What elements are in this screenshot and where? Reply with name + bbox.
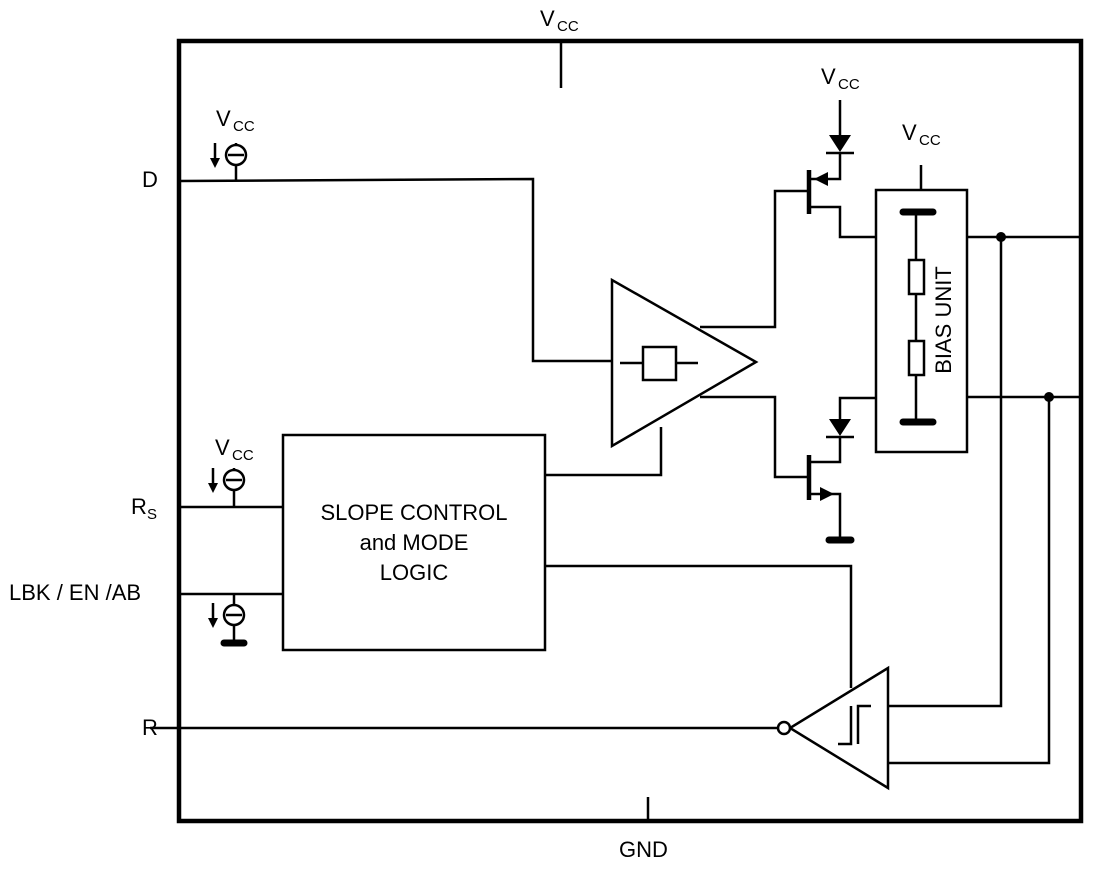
- driver-to-low-side-wire: [700, 395, 807, 479]
- rs-vcc-label: V: [215, 435, 230, 460]
- vcc-top-label: V: [540, 6, 555, 31]
- low-side-diode-icon: [829, 419, 851, 436]
- receiver-input-high-wire: [888, 237, 1003, 708]
- d-vcc-label: V: [216, 106, 231, 131]
- bias-unit-label: BIAS UNIT: [931, 266, 956, 374]
- hysteresis-icon: [838, 706, 853, 746]
- bias-vcc-subscript: CC: [919, 132, 941, 149]
- driver-delay-box: [641, 345, 678, 382]
- chip-outline: [176, 38, 1084, 824]
- bias-vcc-label: V: [902, 120, 917, 145]
- d-pullup-current-source: V CC: [210, 106, 255, 181]
- pin-vcc-top: V CC: [540, 6, 579, 88]
- slope-control-line3: LOGIC: [380, 560, 449, 585]
- vcc-top-subscript: CC: [557, 18, 579, 35]
- d-vcc-subscript: CC: [233, 118, 255, 135]
- bias-resistor-top: [907, 258, 926, 296]
- driver-to-high-side-wire: [700, 189, 807, 329]
- lbk-label: LBK / EN /AB: [9, 580, 141, 605]
- rs-label: R: [131, 494, 147, 519]
- low-side-transistor: [806, 396, 876, 544]
- rs-pullup-current-source: V CC: [208, 435, 254, 507]
- receiver-inverter-bubble: [776, 720, 792, 736]
- high-side-vcc-subscript: CC: [838, 76, 860, 93]
- high-side-vcc-label: V: [821, 64, 836, 89]
- pin-d: D V CC: [142, 106, 612, 363]
- gnd-label: GND: [619, 837, 668, 862]
- slope-control-line1: SLOPE CONTROL: [320, 500, 507, 525]
- high-side-diode-icon: [829, 135, 851, 152]
- pin-r: R: [142, 715, 777, 740]
- rs-vcc-subscript: CC: [232, 447, 254, 464]
- bias-unit-block: V CC BIAS UNIT: [874, 120, 969, 454]
- slope-control-line2: and MODE: [360, 530, 469, 555]
- d-label: D: [142, 167, 158, 192]
- receiver-comparator: [776, 665, 890, 791]
- rs-subscript: S: [147, 506, 157, 523]
- high-side-transistor: V CC: [806, 64, 876, 239]
- receiver-input-low-wire: [888, 397, 1051, 765]
- pin-rs: R S V CC: [131, 435, 283, 523]
- r-label: R: [142, 715, 158, 740]
- lbk-pulldown-current-source: [208, 594, 248, 647]
- bias-resistor-bottom: [907, 339, 926, 377]
- driver-amplifier: [610, 277, 759, 449]
- d-wire: [178, 177, 612, 363]
- slope-control-block: SLOPE CONTROL and MODE LOGIC: [281, 433, 547, 652]
- pin-lbk-en-ab: LBK / EN /AB: [9, 580, 283, 647]
- pin-gnd: GND: [619, 797, 668, 862]
- slope-to-receiver-wire: [545, 564, 853, 688]
- slope-to-driver-wire: [545, 427, 663, 477]
